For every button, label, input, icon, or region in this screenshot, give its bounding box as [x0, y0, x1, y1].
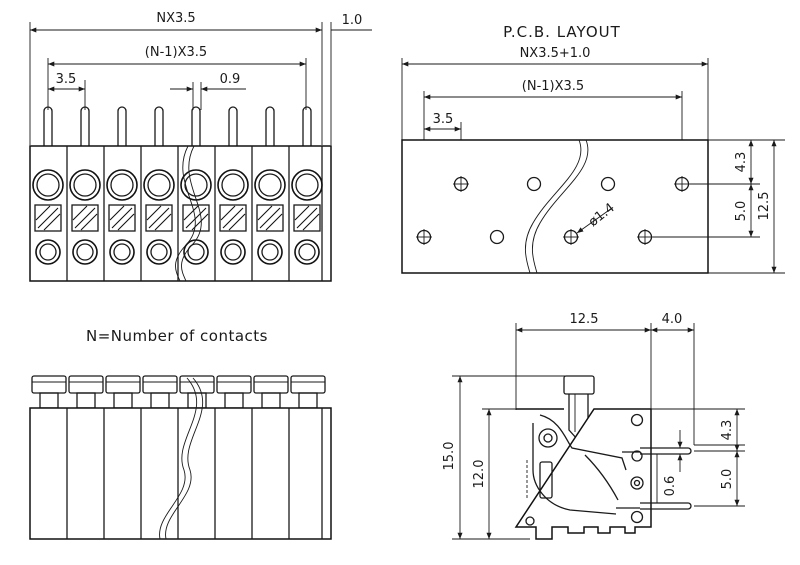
label-side-body: 12.0: [472, 460, 487, 489]
side-housing: [514, 408, 652, 540]
side-view: 12.5 4.0 15.0 12.0: [442, 312, 745, 540]
break-line: [175, 145, 196, 282]
label-side-height: 15.0: [442, 442, 457, 471]
contacts-note: N=Number of contacts: [86, 327, 268, 345]
pcb-holes: [416, 176, 690, 245]
rear-view: [29, 375, 332, 540]
pins-top: [43, 106, 312, 146]
front-body: [29, 145, 332, 282]
front-dividers: [66, 146, 290, 281]
label-pcb-v2: 5.0: [734, 201, 749, 222]
rear-body: [29, 407, 332, 540]
label-side-ext: 4.0: [662, 312, 683, 327]
test-openings: [35, 239, 320, 265]
pcb-title: P.C.B. LAYOUT: [503, 23, 621, 41]
label-pcb-v1: 4.3: [734, 152, 749, 173]
label-pin-gap: 0.9: [220, 72, 241, 87]
label-side-depth: 12.5: [570, 312, 599, 327]
label-pcb-span: (N-1)X3.5: [522, 79, 584, 94]
label-side-v1: 4.3: [720, 420, 735, 441]
pcb-layout: P.C.B. LAYOUT NX3.5+1.0 (N-1)X3.5 3.5: [401, 23, 785, 274]
rear-buttons: [31, 375, 326, 409]
label-pcb-total: NX3.5+1.0: [520, 46, 591, 61]
label-pcb-pitch: 3.5: [433, 112, 454, 127]
front-view: NX3.5 1.0 (N-1)X3.5 3.5 0.9: [29, 11, 372, 282]
label-pitch-top: 3.5: [56, 72, 77, 87]
release-buttons: [34, 204, 321, 232]
label-pcb-height: 12.5: [757, 192, 772, 221]
side-pins: [640, 447, 692, 510]
label-total-width: NX3.5: [156, 11, 195, 26]
wire-openings: [32, 169, 323, 201]
label-end-extra: 1.0: [342, 13, 363, 28]
label-span-top: (N-1)X3.5: [145, 45, 207, 60]
label-side-pin-gap: 0.6: [663, 476, 678, 497]
pcb-board: [401, 139, 709, 274]
label-side-v2: 5.0: [720, 469, 735, 490]
